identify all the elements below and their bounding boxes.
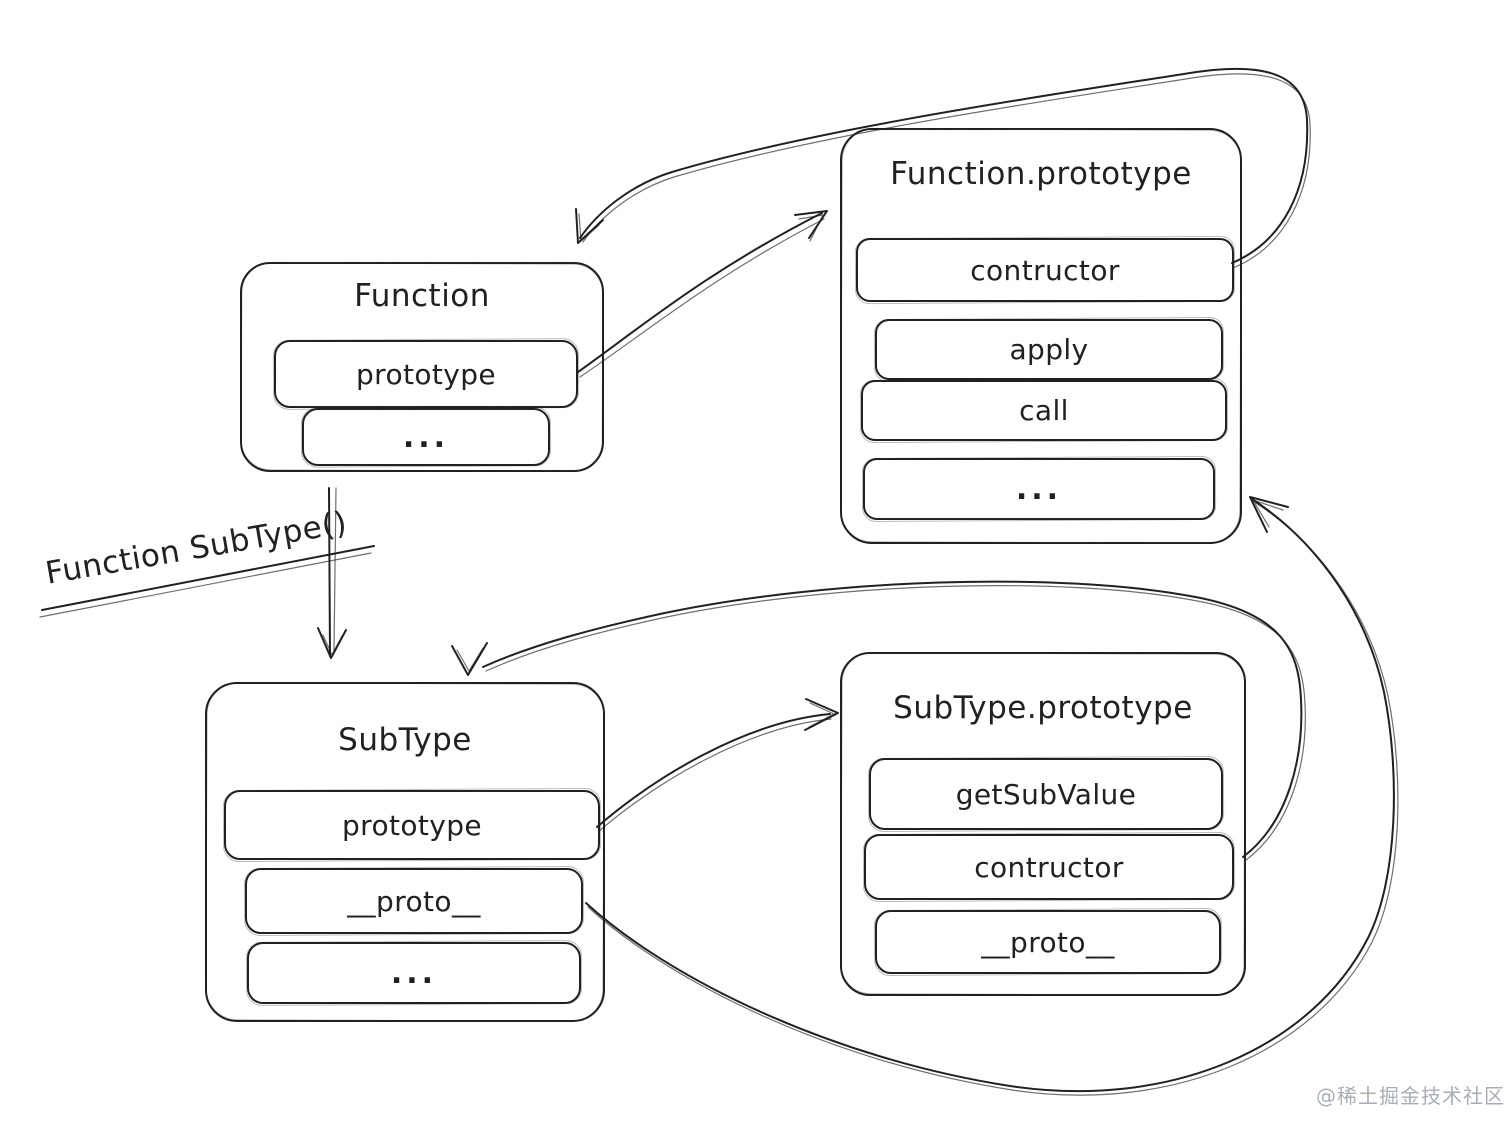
field-fp-constructor: contructor <box>856 238 1234 302</box>
arrow-new-subtype <box>317 487 347 659</box>
field-sp-constructor: contructor <box>864 834 1234 900</box>
field-fp-more-label: ... <box>1015 471 1063 507</box>
field-sp-getsubvalue-label: getSubValue <box>955 777 1137 811</box>
field-fp-apply-label: apply <box>1009 333 1089 366</box>
field-function-more-label: ... <box>402 419 450 455</box>
field-subtype-prototype-label: prototype <box>341 808 483 842</box>
arrow-proto-to-function-prototype <box>585 496 1399 1096</box>
field-subtype-more-label: ... <box>390 955 438 991</box>
box-function-prototype-title: Function.prototype <box>890 156 1192 192</box>
box-subtype: SubType prototype __proto__ ... <box>205 682 605 1022</box>
box-function-title: Function <box>354 278 490 314</box>
field-sp-proto: __proto__ <box>875 910 1221 974</box>
field-sp-proto-label: __proto__ <box>981 925 1115 959</box>
arrow-constructor-to-function <box>575 67 1311 269</box>
field-subtype-proto-label: __proto__ <box>347 884 481 918</box>
box-subtype-prototype: SubType.prototype getSubValue contructor… <box>840 652 1246 996</box>
field-subtype-prototype: prototype <box>224 790 600 860</box>
box-function-prototype: Function.prototype contructor apply call… <box>840 128 1242 544</box>
field-fp-call: call <box>861 380 1227 441</box>
field-subtype-more: ... <box>247 942 581 1004</box>
call-label-underline <box>39 545 375 618</box>
field-fp-apply: apply <box>875 319 1223 380</box>
field-function-prototype: prototype <box>274 340 578 408</box>
box-subtype-title: SubType <box>338 722 472 758</box>
arrow-prototype-to-subtype-prototype <box>596 698 839 832</box>
field-sp-getsubvalue: getSubValue <box>869 758 1223 830</box>
watermark: @稀土掘金技术社区 <box>1316 1084 1505 1108</box>
field-fp-more: ... <box>863 458 1215 520</box>
arrow-constructor-to-subtype <box>451 580 1306 861</box>
field-sp-constructor-label: contructor <box>974 850 1124 884</box>
arrow-prototype-to-function-prototype <box>577 210 828 378</box>
box-subtype-prototype-title: SubType.prototype <box>893 690 1193 726</box>
field-fp-constructor-label: contructor <box>970 253 1120 287</box>
box-function: Function prototype ... <box>240 262 604 472</box>
field-fp-call-label: call <box>1019 394 1069 427</box>
field-function-prototype-label: prototype <box>355 357 497 391</box>
field-function-more: ... <box>302 408 550 466</box>
field-subtype-proto: __proto__ <box>245 868 583 934</box>
